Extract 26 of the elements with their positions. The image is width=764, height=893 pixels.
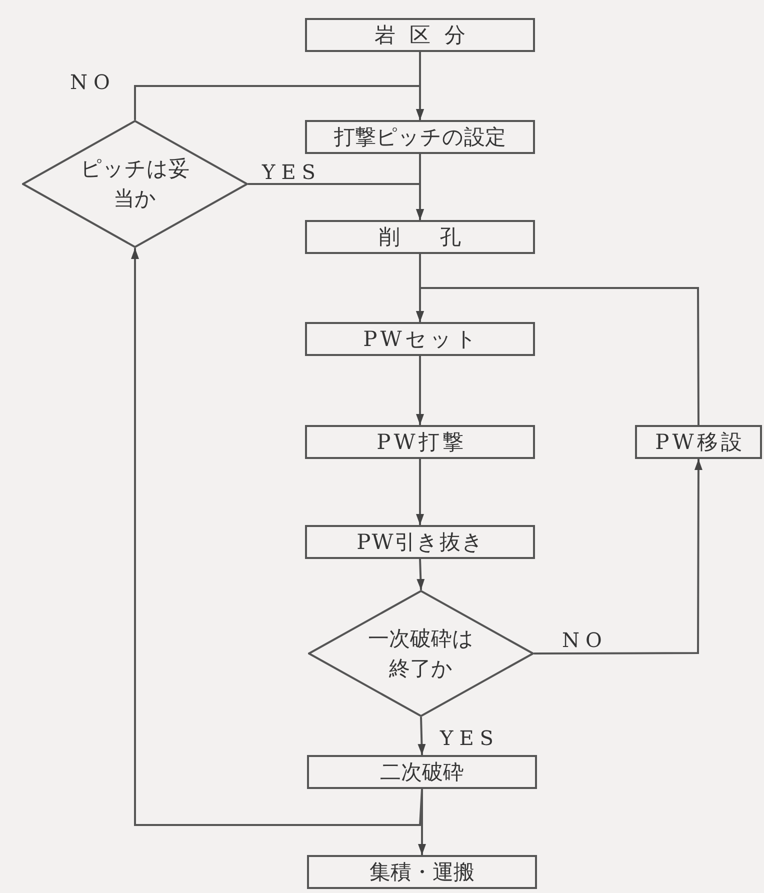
- arrow: [416, 558, 425, 590]
- question-text: ピッチは妥当か: [80, 156, 190, 213]
- arrow: [418, 716, 426, 756]
- edge-label: NO: [70, 72, 116, 92]
- process-box: 二次破砕: [307, 755, 537, 789]
- edge-label: NO: [562, 630, 608, 650]
- arrow: [416, 356, 424, 425]
- edge-label: YES: [262, 162, 322, 182]
- question-text: 一次破砕は終了か: [367, 625, 475, 682]
- process-box: 岩区分: [305, 18, 535, 52]
- process-box: 打撃ピッチの設定: [305, 120, 535, 154]
- arrow: [248, 183, 424, 220]
- process-box: PW打撃: [305, 425, 535, 459]
- edge-label: YES: [440, 728, 500, 748]
- process-box: PW引き抜き: [305, 525, 535, 559]
- process-box: 削孔: [305, 220, 535, 254]
- arrow: [416, 287, 700, 425]
- decision-diamond: [22, 120, 248, 248]
- process-box: PWセット: [305, 322, 535, 356]
- arrow: [131, 248, 423, 826]
- decision-diamond: [308, 590, 534, 717]
- arrow: [134, 85, 424, 120]
- arrow: [534, 459, 702, 654]
- process-box: PW移設: [635, 425, 762, 459]
- process-box: 集積・運搬: [307, 855, 537, 889]
- arrow: [416, 459, 424, 525]
